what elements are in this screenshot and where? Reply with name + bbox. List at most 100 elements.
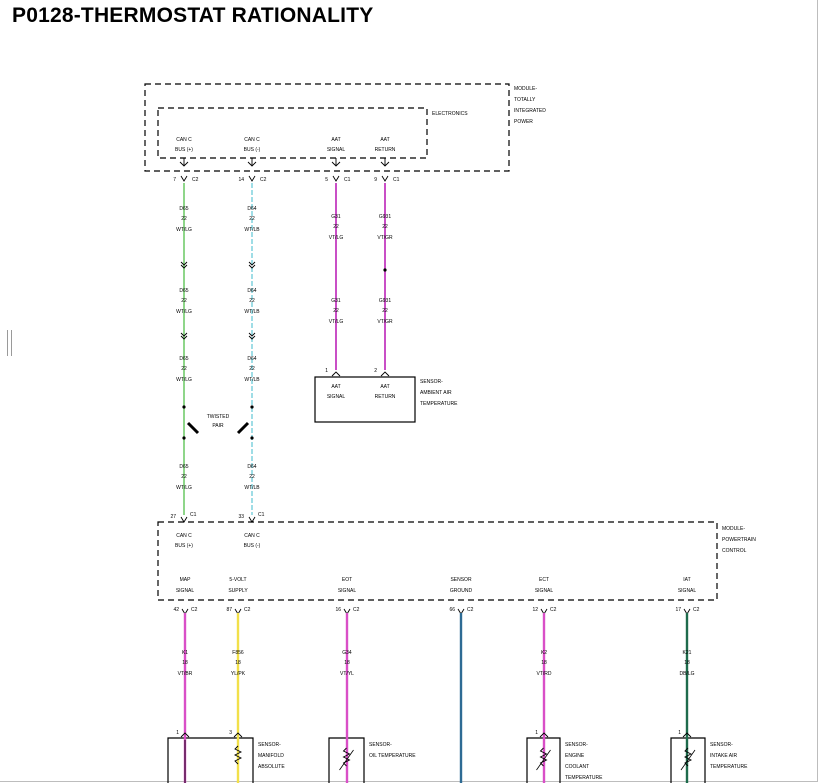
twisted-pair-label: TWISTED	[207, 414, 230, 420]
tipm-pin-label: SIGNAL	[327, 147, 346, 153]
wire-color-code: WT/LG	[176, 309, 192, 315]
eot_sensor-label: SENSOR-	[369, 742, 392, 748]
inline-connector-icon	[180, 335, 188, 340]
wire-code: D65	[179, 288, 188, 294]
pcm-pin-label: EOT	[342, 577, 352, 583]
inline-connector-icon	[248, 335, 256, 340]
pin-number: 1	[535, 730, 538, 736]
wire-color-code: WT/LG	[176, 227, 192, 233]
pcm-pin-label: SIGNAL	[176, 588, 195, 594]
wire-code: D65	[179, 206, 188, 212]
pcm-pin-label: BUS (+)	[175, 543, 193, 549]
wire-gauge: 18	[235, 660, 241, 666]
connector-id: C2	[244, 607, 251, 613]
pin-number: 7	[173, 177, 176, 183]
wire-code: K2	[541, 650, 547, 656]
connector-id: C2	[192, 177, 199, 183]
wire-code: D64	[247, 356, 256, 362]
wire-gauge: 22	[382, 224, 388, 230]
tipm-pin-label: AAT	[331, 137, 340, 143]
aat-sensor-pin-label: SIGNAL	[327, 394, 346, 400]
connector-id: C1	[393, 177, 400, 183]
wire-code: G931	[379, 214, 391, 220]
wire-gauge: 22	[181, 474, 187, 480]
wire-code: D64	[247, 288, 256, 294]
aat-sensor-pin-label: AAT	[331, 384, 340, 390]
pcm-pin-label: SIGNAL	[535, 588, 554, 594]
pcm-pin-label: SENSOR	[450, 577, 472, 583]
splice-dot	[383, 268, 387, 272]
pin-number: 16	[335, 607, 341, 613]
aat-sensor-pin-label: RETURN	[375, 394, 396, 400]
pin-arrow-icon	[331, 158, 341, 167]
wire-code: K21	[683, 650, 692, 656]
ect_sensor-label: TEMPERATURE	[565, 775, 603, 781]
pin-arrow-icon	[247, 158, 257, 167]
ect_sensor-label: SENSOR-	[565, 742, 588, 748]
pcm-pin-label: ECT	[539, 577, 549, 583]
thermistor-icon	[342, 747, 351, 767]
pin-arrow-icon	[331, 371, 341, 377]
wire-color-code: YL/PK	[231, 671, 246, 677]
wire-color-code: VT/RD	[537, 671, 552, 677]
wire-gauge: 18	[344, 660, 350, 666]
connector-pin-icon	[248, 175, 256, 182]
connector-id: C2	[467, 607, 474, 613]
pin-arrow-icon	[233, 732, 243, 738]
wire-color-code: VT/GR	[377, 235, 393, 241]
ect_sensor-label: ENGINE	[565, 753, 585, 759]
inline-connector-icon	[248, 261, 256, 266]
ect_sensor-label: COOLANT	[565, 764, 589, 770]
wire-code: G931	[379, 298, 391, 304]
connector-id: C2	[353, 607, 360, 613]
wire-code: D64	[247, 206, 256, 212]
thermistor-arrow-icon	[680, 749, 696, 771]
wire-gauge: 22	[249, 298, 255, 304]
iat_sensor-label: INTAKE AIR	[710, 753, 738, 759]
thermistor-icon	[539, 747, 548, 767]
splice-dot	[250, 436, 254, 440]
pcm-pin-label: SUPPLY	[228, 588, 248, 594]
pcm-pin-label: CAN C	[244, 533, 260, 539]
map_sensor-label: SENSOR-	[258, 742, 281, 748]
iat_sensor-label: SENSOR-	[710, 742, 733, 748]
connector-id: C1	[190, 512, 197, 518]
pcm-pin-label: SIGNAL	[338, 588, 357, 594]
wire-color-code: VT/LG	[329, 319, 344, 325]
resize-handle[interactable]	[7, 330, 12, 356]
pcm-pin-label: BUS (-)	[244, 543, 261, 549]
wire-code: K1	[182, 650, 188, 656]
pin-arrow-icon	[179, 158, 189, 167]
tipm-pin-label: RETURN	[375, 147, 396, 153]
tipm-label: MODULE-	[514, 86, 537, 92]
pcm-label: POWERTRAIN	[722, 537, 756, 543]
wire-code: F856	[232, 650, 244, 656]
wire-gauge: 22	[249, 474, 255, 480]
pin-number: 1	[325, 368, 328, 374]
aat-sensor-pin-label: AAT	[380, 384, 389, 390]
twisted-pair-label: PAIR	[212, 423, 224, 429]
wire-gauge: 22	[333, 224, 339, 230]
pin-number: 1	[678, 730, 681, 736]
connector-id: C2	[191, 607, 198, 613]
eot_sensor-label: OIL TEMPERATURE	[369, 753, 416, 759]
wire-gauge: 22	[382, 308, 388, 314]
connector-pin-icon	[332, 175, 340, 182]
aat-sensor-box	[314, 376, 416, 423]
pin-number: 14	[238, 177, 244, 183]
wire-code: D64	[247, 464, 256, 470]
connector-pin-icon	[180, 175, 188, 182]
aat-sensor-label: TEMPERATURE	[420, 401, 458, 407]
tipm-label: INTEGRATED	[514, 108, 546, 114]
tipm-pin-label: CAN C	[176, 137, 192, 143]
pin-number: 2	[374, 368, 377, 374]
tipm-pin-label: AAT	[380, 137, 389, 143]
pcm-pin-label: CAN C	[176, 533, 192, 539]
tipm-pin-label: BUS (+)	[175, 147, 193, 153]
tipm-module-box	[144, 83, 510, 172]
wire-color-code: WT/LB	[244, 485, 260, 491]
pin-number: 87	[226, 607, 232, 613]
labels: MODULE-TOTALLYINTEGRATEDPOWERELECTRONICS…	[170, 86, 756, 781]
map_sensor-box	[167, 737, 254, 783]
